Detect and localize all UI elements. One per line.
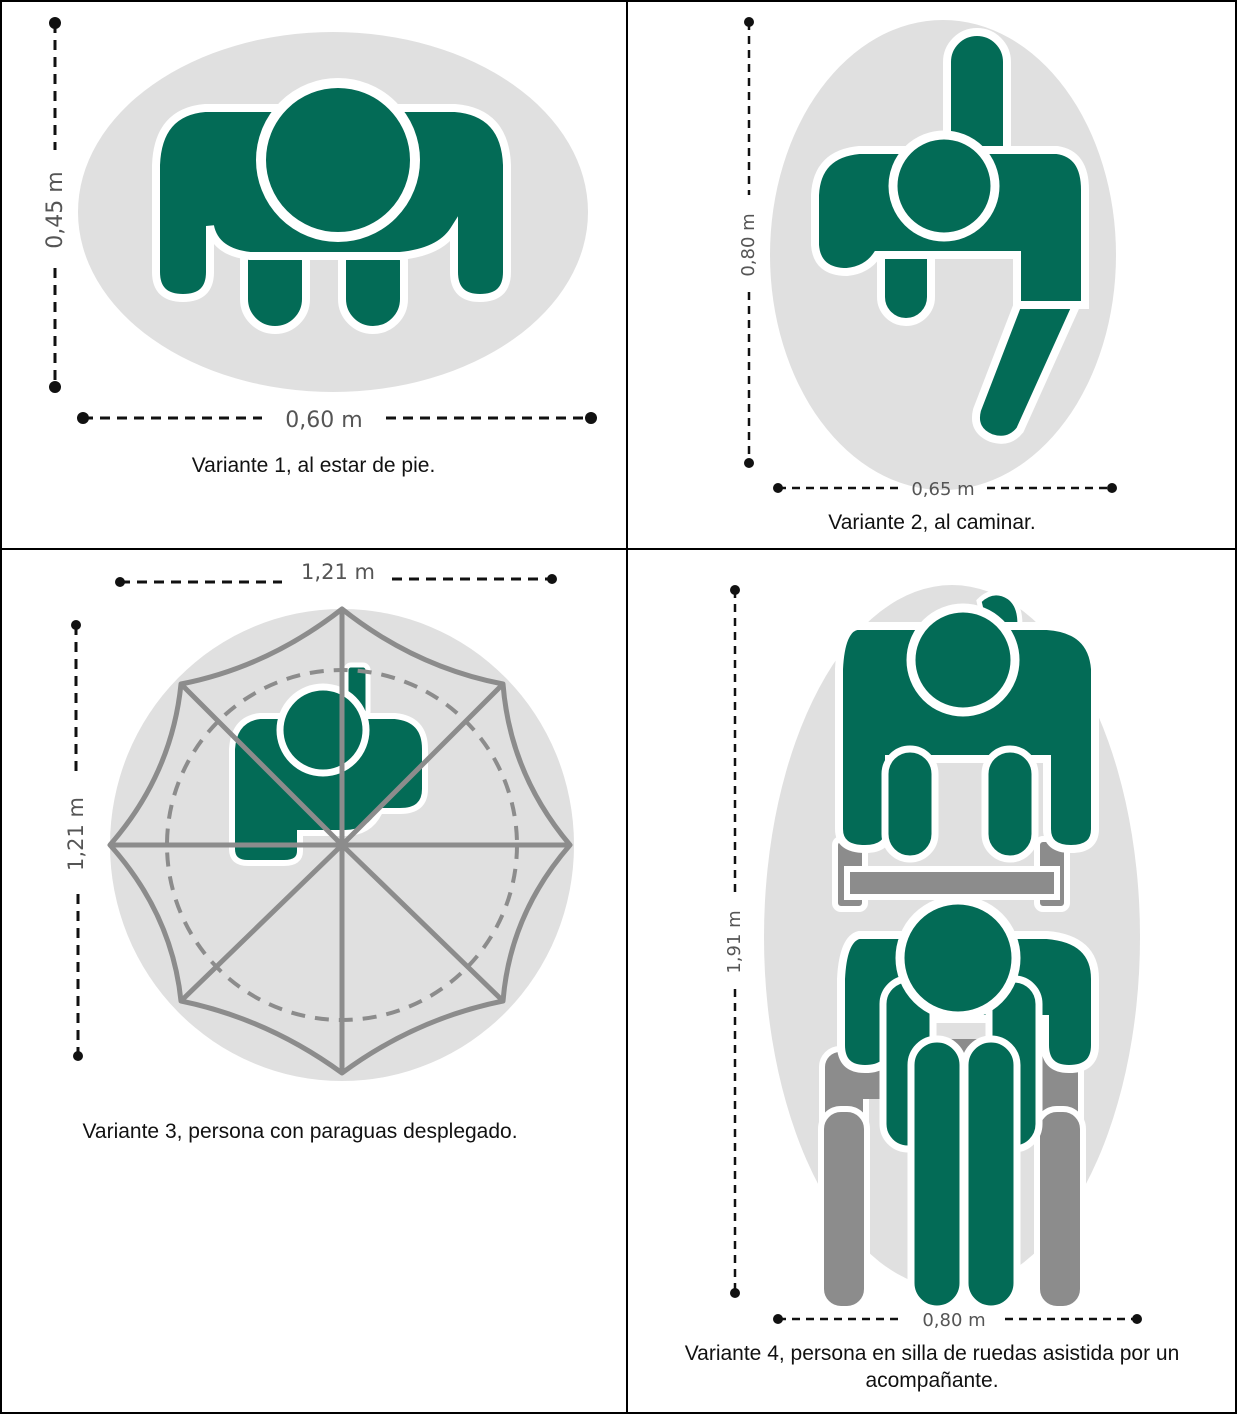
walking-person-figure: 0,80 m 0,65 m <box>738 17 1117 500</box>
dim-horizontal-label: 0,65 m <box>911 479 974 500</box>
caption: Variante 3, persona con paraguas despleg… <box>82 1120 518 1143</box>
head <box>276 683 370 777</box>
umbrella-canopy <box>107 606 573 1076</box>
panel-variant-4: 1,91 m 0,80 m Variante 4, persona en sil… <box>627 549 1237 1414</box>
caption: Variante 1, al estar de pie. <box>191 454 436 477</box>
helper-torso-arms <box>835 622 1099 854</box>
caption: Variante 2, al caminar. <box>828 511 1036 534</box>
helper-head <box>906 603 1020 717</box>
head <box>888 130 1000 242</box>
caption: Variante 4, persona en silla de ruedas a… <box>684 1342 1180 1392</box>
umbrella-ribs <box>110 609 570 1073</box>
dim-vertical-label: 1,21 m <box>64 797 88 871</box>
dim-vertical-label: 0,80 m <box>738 213 759 276</box>
dim-dot <box>49 381 61 393</box>
helper-right-arm <box>981 745 1039 863</box>
panel-variant-1: 0,45 m 0,60 m Variante 1, al estar de pi… <box>0 0 627 549</box>
dim-vertical-label: 0,45 m <box>43 171 68 248</box>
dim-dot <box>730 1288 740 1298</box>
panel-variant-3: 1,21 m 1,21 m Variante 3, persona con pa… <box>0 549 627 1414</box>
torso-arms <box>229 713 428 866</box>
standing-person-figure: 0,45 m 0,60 m <box>43 17 597 433</box>
user-head <box>895 895 1021 1021</box>
dim-horizontal-label: 0,80 m <box>922 1310 985 1331</box>
user-right-leg <box>961 1035 1021 1313</box>
dim-horizontal-label: 1,21 m <box>301 560 375 584</box>
dim-vertical-label: 1,91 m <box>724 910 745 973</box>
head <box>256 78 420 242</box>
umbrella-person-figure: 1,21 m 1,21 m <box>64 560 574 1081</box>
dim-dot <box>1107 483 1117 493</box>
helper-left-arm <box>881 745 939 863</box>
wheelchair-assisted-figure: 1,91 m 0,80 m <box>724 585 1142 1331</box>
user-left-leg <box>907 1035 967 1313</box>
panel-variant-2: 0,80 m 0,65 m Variante 2, al caminar. <box>627 0 1237 549</box>
dim-horizontal-label: 0,60 m <box>285 408 362 433</box>
